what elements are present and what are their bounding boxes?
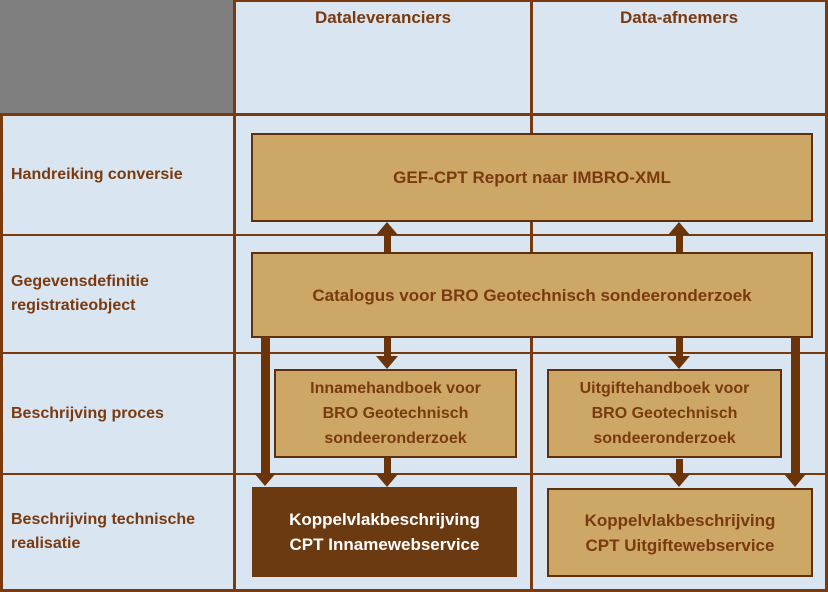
column-header-dataleveranciers: Dataleveranciers bbox=[314, 8, 452, 27]
grid-divider-header bbox=[0, 113, 828, 116]
arrow-head bbox=[376, 222, 398, 235]
arrow-shaft bbox=[384, 233, 391, 252]
box-uitgiftehandboek: Uitgiftehandboek voor BRO Geotechnisch s… bbox=[547, 369, 782, 458]
table-border-left bbox=[0, 113, 3, 592]
table-border-right bbox=[825, 0, 828, 592]
grid-divider-row-3 bbox=[0, 352, 828, 354]
table-border-bottom bbox=[0, 589, 828, 592]
row-label-beschrijving-proces: Beschrijving proces bbox=[11, 404, 164, 422]
arrow-head bbox=[376, 356, 398, 369]
box-koppelvlak-innamewebservice: Koppelvlakbeschrijving CPT Innamewebserv… bbox=[252, 487, 517, 577]
grid-divider-row-2 bbox=[0, 234, 828, 236]
arrow-head bbox=[254, 473, 276, 486]
arrow-head bbox=[784, 474, 806, 487]
arrow-head bbox=[668, 222, 690, 235]
arrow-shaft bbox=[676, 233, 683, 252]
box-innamehandboek: Innamehandboek voor BRO Geotechnisch son… bbox=[274, 369, 517, 458]
grid-divider-row-4 bbox=[0, 473, 828, 475]
arrow-shaft bbox=[384, 338, 391, 357]
box-catalogus: Catalogus voor BRO Geotechnisch sondeero… bbox=[251, 252, 813, 338]
box-koppelvlak-uitgiftewebservice: Koppelvlakbeschrijving CPT Uitgiftewebse… bbox=[547, 488, 813, 577]
arrow-shaft bbox=[384, 458, 391, 475]
arrow-head bbox=[668, 356, 690, 369]
arrow-shaft bbox=[791, 337, 800, 475]
corner-cell bbox=[0, 0, 233, 113]
arrow-shaft bbox=[676, 459, 683, 475]
arrow-shaft bbox=[676, 338, 683, 357]
row-label-beschrijving-technische-realisatie: Beschrijving technische realisatie bbox=[11, 511, 196, 552]
row-label-gegevensdefinitie: Gegevensdefinitie registratieobject bbox=[11, 273, 149, 314]
box-gef-cpt-report: GEF-CPT Report naar IMBRO-XML bbox=[251, 133, 813, 222]
grid-divider-vertical-1 bbox=[233, 0, 236, 592]
arrow-head bbox=[376, 474, 398, 487]
arrow-head bbox=[668, 474, 690, 487]
row-label-handreiking-conversie: Handreiking conversie bbox=[11, 166, 183, 183]
arrow-shaft bbox=[261, 337, 270, 474]
table-border-top bbox=[233, 0, 828, 2]
column-header-data-afnemers: Data-afnemers bbox=[619, 8, 739, 27]
